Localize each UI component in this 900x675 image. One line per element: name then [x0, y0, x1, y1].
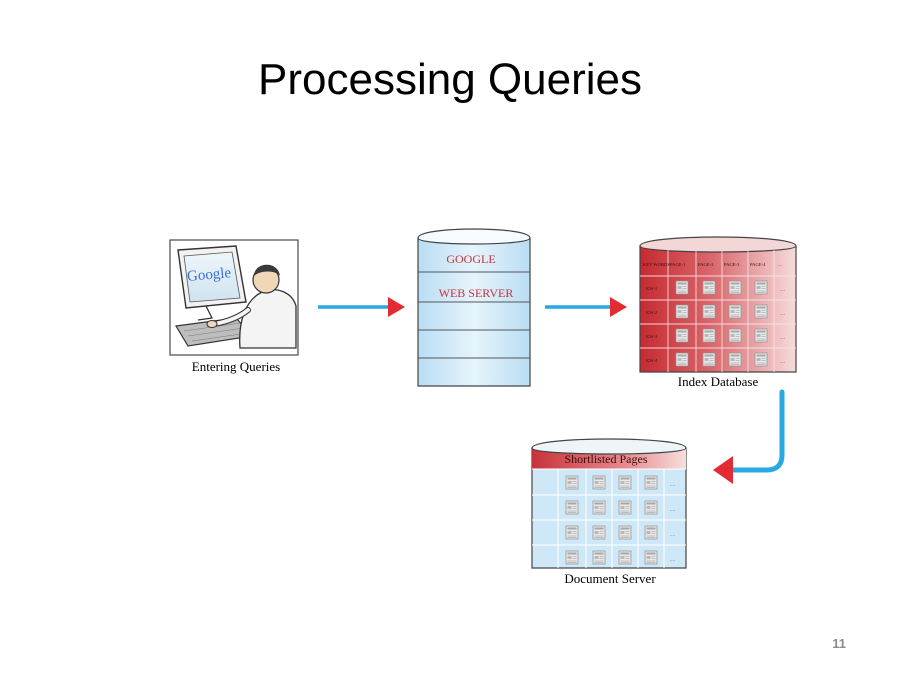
svg-text:....: .... [780, 360, 785, 365]
entering-queries-node: Google Entering Queries [169, 239, 299, 374]
computer-icon [175, 245, 254, 347]
arrow-to-document-server [713, 389, 785, 484]
document-server-caption: Document Server [564, 571, 656, 586]
index-header-keywords: KEY WORDS [643, 262, 670, 267]
index-header-page-3: PAGE-3 [724, 262, 740, 267]
index-header-page-1: PAGE-1 [670, 262, 686, 267]
index-row-kw-2: KW-2 [646, 310, 658, 315]
person-icon [206, 264, 297, 349]
index-database-caption: Index Database [678, 374, 759, 389]
google-logo: Google [186, 265, 232, 285]
entering-queries-caption: Entering Queries [192, 359, 280, 374]
index-row-kw-1: KW-1 [646, 286, 658, 291]
web-server-label-google: GOOGLE [446, 252, 495, 266]
svg-text:....: .... [670, 533, 675, 538]
index-row-kw-3: KW-3 [646, 334, 658, 339]
document-server-header: Shortlisted Pages [565, 452, 648, 466]
slide-number: 11 [832, 636, 846, 651]
index-header-page-2: PAGE-2 [698, 262, 714, 267]
svg-text:....: .... [670, 483, 675, 488]
index-header-page-4: PAGE-4 [750, 262, 766, 267]
web-server-node: GOOGLE WEB SERVER [417, 228, 531, 387]
svg-text:....: .... [670, 508, 675, 513]
index-row-kw-4: KW-4 [646, 358, 658, 363]
svg-text:....: .... [780, 288, 785, 293]
document-server-node: Shortlisted Pages ................ Docum… [531, 438, 687, 586]
svg-text:....: .... [780, 312, 785, 317]
svg-text:....: .... [780, 336, 785, 341]
web-server-label-web-server: WEB SERVER [439, 286, 514, 300]
slide-title: Processing Queries [258, 55, 642, 104]
index-database-node: KEY WORDS PAGE-1 PAGE-2 PAGE-3 PAGE-4 ..… [639, 236, 797, 389]
index-header-more: .... [778, 262, 783, 267]
arrow-to-web-server [318, 297, 405, 317]
arrow-to-index-database [545, 297, 627, 317]
svg-text:....: .... [670, 558, 675, 563]
